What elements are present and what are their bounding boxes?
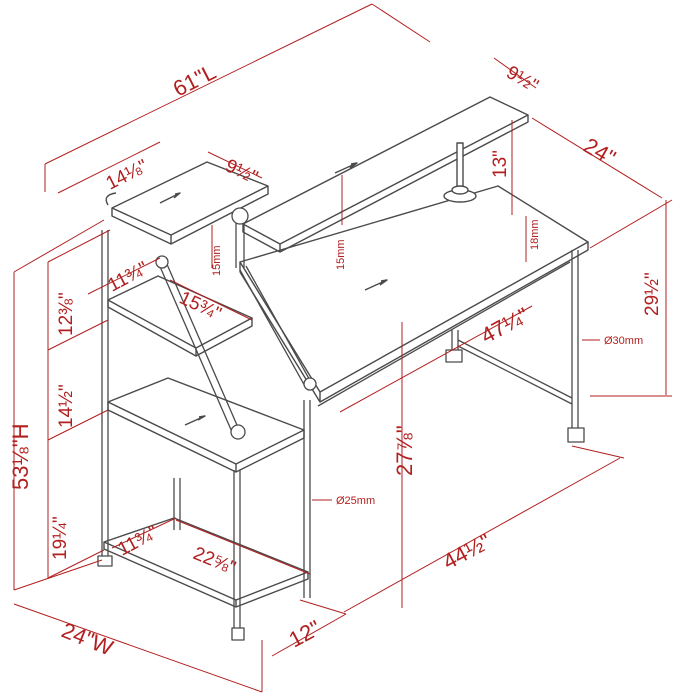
shelf-gap-2-label: 14½" — [56, 384, 77, 428]
board-15mm-monitor-label: 15mm — [335, 239, 347, 270]
under-desk-clearance-label: 27⅞" — [392, 425, 417, 476]
desk-drawing — [97, 96, 589, 641]
pipe-25mm-label: Ø25mm — [336, 495, 375, 507]
pipe-30mm-label: Ø30mm — [604, 335, 643, 347]
monitor-shelf-depth-label: 9½" — [503, 62, 542, 97]
monitor-shelf-height-label: 13" — [490, 150, 511, 178]
shelf-3 — [107, 377, 305, 473]
shelf-unit-width-label: 12" — [285, 615, 325, 652]
desk-frame — [317, 250, 585, 443]
bottom-shelf — [103, 517, 309, 608]
monitor-shelf — [242, 96, 529, 253]
overall-width-label: 24"W — [58, 617, 117, 660]
overall-height-label: 53⅛"H — [8, 423, 33, 490]
top-shelf-length-label: 14⅛" — [103, 156, 152, 195]
shelf-gap-1-label: 12⅜" — [56, 292, 77, 336]
desk-length-label: 47¼" — [477, 303, 533, 349]
top-shelf — [105, 161, 269, 245]
dimension-lines — [13, 3, 673, 693]
board-15mm-top-shelf-label: 15mm — [211, 245, 223, 276]
shelf-gap-3-label: 19¼" — [50, 516, 71, 560]
desk-floor-length-label: 44½" — [439, 529, 495, 575]
desk-depth-label: 24" — [580, 133, 620, 171]
overall-length-label: 61"L — [169, 59, 220, 101]
desk-height-label: 29½" — [642, 272, 663, 316]
board-18mm-desktop-label: 18mm — [529, 219, 541, 250]
